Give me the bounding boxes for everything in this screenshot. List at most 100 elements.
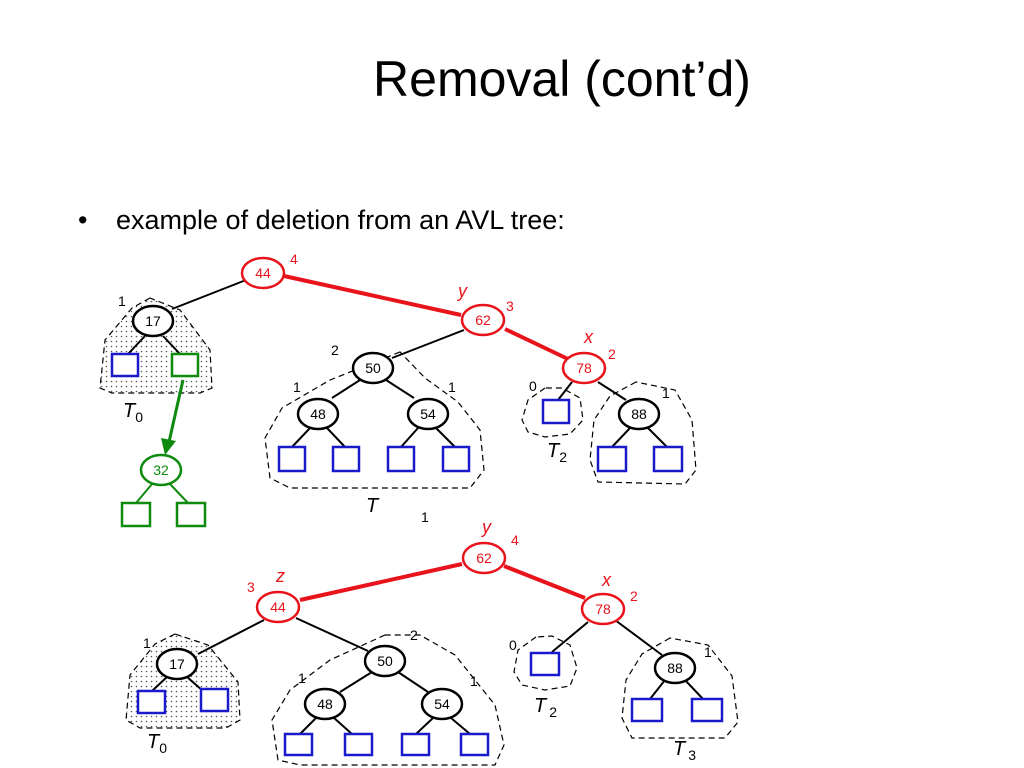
- top-node-88: [617, 397, 661, 431]
- top-leaf: [331, 445, 361, 473]
- bottom-t2-height: 0: [509, 637, 517, 653]
- top-t2-region: [521, 387, 584, 438]
- bottom-node-54-height: 1: [470, 673, 478, 689]
- top-t0-label-main: T: [123, 400, 137, 422]
- top-edge-44-17: [171, 279, 247, 310]
- bottom-node-78-tag: x: [601, 570, 612, 590]
- bottom-leaf: [283, 732, 314, 757]
- bottom-edge-17-l: [151, 675, 169, 692]
- bottom-node-88: [653, 651, 697, 685]
- top-leaf: [652, 445, 684, 473]
- top-edge-50-48: [331, 379, 361, 399]
- bottom-edge-48-r: [333, 717, 353, 735]
- bottom-edge-50-48: [339, 671, 373, 693]
- bottom-node-17-label: 17: [169, 656, 185, 672]
- top-t2-label: T2: [547, 440, 567, 465]
- bottom-t2-label-main: T: [534, 695, 548, 717]
- top-node-50: [351, 351, 395, 385]
- top-node-17-height: 1: [118, 293, 126, 309]
- top-node-32: [139, 453, 183, 487]
- bottom-node-62-tag: y: [480, 517, 492, 537]
- top-edge-88-r: [647, 427, 668, 448]
- top-node-50-height: 2: [331, 342, 339, 358]
- bullet-text: example of deletion from an AVL tree:: [116, 205, 565, 235]
- bottom-node-54-label: 54: [434, 696, 450, 712]
- bottom-edge-62-44: [299, 562, 463, 602]
- top-t3-region: [589, 381, 697, 485]
- removal-arrow: [167, 379, 185, 443]
- top-edge-17-r: [162, 335, 181, 355]
- top-node-62-height: 3: [506, 298, 514, 314]
- top-t0-label-sub: 0: [135, 409, 143, 425]
- bottom-node-78-label: 78: [595, 601, 611, 617]
- top-edge-88-l: [611, 427, 631, 448]
- top-t2-height: 0: [529, 378, 537, 394]
- bottom-node-48-label: 48: [317, 696, 333, 712]
- top-leaf: [277, 445, 307, 473]
- top-node-54: [406, 397, 450, 431]
- top-node-50-label: 50: [365, 360, 381, 376]
- bullet-dot: •: [78, 205, 88, 235]
- bullet-item: • example of deletion from an AVL tree:: [78, 205, 565, 236]
- top-leaf-green: [175, 501, 207, 528]
- bottom-edge-44-17: [197, 619, 265, 655]
- bottom-t1-region: [271, 634, 505, 766]
- bottom-node-88-height: 1: [704, 644, 712, 660]
- top-edge-48-l: [291, 427, 311, 448]
- top-node-44-label: 44: [255, 265, 271, 281]
- bottom-edge-44-50: [295, 617, 369, 652]
- bottom-tree: 62 4 y 44 3 z 78 2 x 17 1 50 2 48 1 54 1…: [125, 517, 739, 766]
- top-node-62-tag: y: [456, 281, 468, 301]
- top-t1-label-sub: 1: [421, 509, 429, 525]
- top-node-48-label: 48: [310, 406, 326, 422]
- bottom-node-48-height: 1: [298, 670, 306, 686]
- bottom-leaf: [136, 689, 167, 715]
- bottom-t0-label-sub: 0: [159, 740, 167, 756]
- top-node-62: [460, 303, 506, 337]
- top-t0-label: T0: [123, 400, 143, 425]
- bottom-leaf: [400, 732, 431, 757]
- top-node-78-label: 78: [576, 360, 592, 376]
- top-node-17: [131, 304, 175, 338]
- bottom-edge-88-l: [649, 679, 666, 700]
- top-node-54-height: 1: [448, 379, 456, 395]
- bottom-leaf: [343, 732, 374, 757]
- bottom-leaf-t2: [529, 651, 561, 677]
- top-leaf: [441, 445, 471, 473]
- top-node-78-tag: x: [583, 327, 594, 347]
- bottom-node-44-height: 3: [247, 579, 255, 595]
- bottom-node-50-height: 2: [410, 627, 418, 643]
- top-tree: 44 4 17 1 62 3 y 50 2 78 2 x 48 1 54 1 8…: [99, 251, 697, 528]
- top-node-88-height: 1: [662, 385, 670, 401]
- bottom-t3-label-main: T: [673, 738, 687, 760]
- bottom-node-17: [155, 647, 199, 681]
- top-edge-54-r: [435, 427, 456, 448]
- top-leaf-green: [120, 501, 152, 528]
- top-node-44-height: 4: [290, 251, 298, 267]
- top-node-48: [296, 397, 340, 431]
- top-edge-78-l: [557, 381, 573, 401]
- top-leaf-t2: [541, 398, 571, 425]
- top-edge-54-l: [400, 427, 419, 448]
- bottom-leaf: [199, 687, 230, 713]
- top-t1-label: T: [366, 495, 380, 517]
- bottom-edge-62-78: [503, 564, 586, 600]
- top-leaf: [110, 352, 140, 378]
- bottom-node-78: [580, 592, 626, 626]
- bottom-edge-78-t2: [551, 621, 589, 653]
- top-edge-44-62: [283, 274, 462, 317]
- bottom-leaf: [630, 697, 664, 723]
- bottom-node-44-tag: z: [275, 566, 285, 586]
- bottom-node-62-label: 62: [476, 550, 492, 566]
- top-leaf: [596, 445, 628, 473]
- top-t2-label-main: T: [547, 440, 561, 462]
- top-node-32-label: 32: [153, 462, 169, 478]
- bottom-node-44-label: 44: [270, 599, 286, 615]
- bottom-node-62: [461, 541, 507, 575]
- bottom-node-62-height: 4: [511, 532, 519, 548]
- top-edge-50-54: [385, 379, 415, 399]
- bottom-edge-54-l: [415, 717, 434, 735]
- top-node-54-label: 54: [420, 406, 436, 422]
